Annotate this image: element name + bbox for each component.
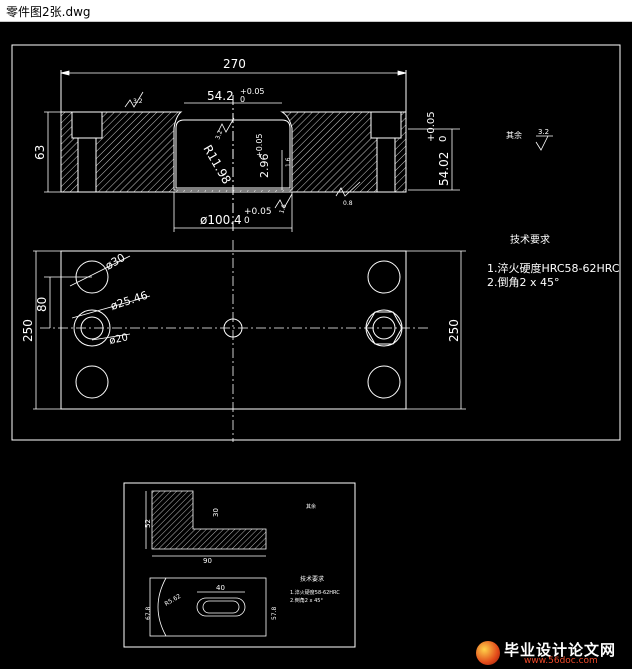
drawing2-plan-outline [149,577,267,637]
d2-dim-left: R5.62 [164,593,183,608]
notes-rough-label: 其余 [506,130,522,140]
section-dimensions [44,70,460,232]
d2-dim-52: 52 [144,519,152,528]
technical-notes: 其余 3.2 技术要求 1.淬火硬度HRC58-62HRC 2.倒角2 x 45… [487,128,620,289]
d2-notes-rough: 其余 [306,503,316,510]
drawing2-frame [123,482,356,648]
dim-80: 80 [35,297,49,312]
d2-dim-30: 30 [212,508,220,517]
dim-right: 54.02 [437,152,451,186]
roughness-symbol-a [124,91,144,108]
d2-notes-title: 技术要求 [300,575,324,583]
hole-mid-left-inner[interactable] [80,316,104,340]
roughness-symbol-b [217,117,235,133]
watermark-main: 毕业设计论文网 [504,641,617,659]
hole-center[interactable] [223,318,243,338]
section-view[interactable] [60,70,407,232]
dim-right-250: 250 [447,319,461,342]
window-title: 零件图2张.dwg [6,5,91,19]
notes-rough-value: 3.2 [538,128,549,136]
d2-dim-90: 90 [203,557,212,565]
watermark: 毕业设计论文网 www.56doc.com [476,639,628,667]
dim-left-250: 250 [21,319,35,342]
dim-right-tol: +0.05 [426,111,437,142]
drawing2-section[interactable] [145,490,267,557]
dim-height-63: 63 [33,145,47,160]
dim-hole-a: ø30 [103,251,127,273]
plan-outline [60,250,407,410]
window-title-bar: 零件图2张.dwg [0,0,632,22]
rough-c: 1.6 [278,203,288,215]
notes-title: 技术要求 [510,233,550,246]
d2-dim-right: 57.8 [271,606,278,620]
drawing2-body [151,490,267,550]
d2-notes-line1: 1.淬火硬度58-62HRC [290,589,340,596]
hole-bottom-right[interactable] [367,365,401,399]
drawing2-arc [157,577,167,637]
notes-line1: 1.淬火硬度HRC58-62HRC [487,261,620,275]
notes-line2: 2.倒角2 x 45° [487,276,560,289]
watermark-logo-icon [476,641,500,665]
dim-bore-tol-low: 0 [244,216,250,226]
dim-depth-tol: +0.05 [255,133,264,158]
counterbore-right [370,111,402,139]
hole-bottom-left[interactable] [75,365,109,399]
d2-dim-40: 40 [216,584,225,592]
dim-depth: 2.96 [258,154,271,179]
dim-bore-tol: +0.05 [244,207,272,217]
hole-mid-right-inner[interactable] [372,316,396,340]
watermark-url: www.56doc.com [524,656,598,666]
hole-top-right[interactable] [367,260,401,294]
dim-width-270: 270 [223,57,246,71]
dim-bore: ø100.4 [200,213,242,227]
dim-right-tol-low: 0 [438,136,449,142]
hex-right [365,311,403,345]
dim-hole-b: ø25.46 [109,289,149,313]
dim-slot: 54.2 [207,89,234,103]
bolt-hole-left [77,137,97,193]
dim-slot-tol: +0.05 [240,87,265,96]
drawing1-frame [11,44,621,441]
d2-dim-left2: 67.8 [145,606,152,620]
hole-mid-left-outer[interactable] [73,309,111,347]
plan-dimensions [35,251,462,409]
rough-b: 3.2 [214,129,224,141]
rough-d: 0.8 [343,200,353,207]
drawing2-slot[interactable] [196,597,246,617]
rough-a: 3.2 [133,98,143,105]
drawing2-plan[interactable] [149,577,267,637]
cad-canvas[interactable]: 270 54.2 +0.05 0 63 R11.98 2.96 +0.05 54… [0,22,632,669]
counterbore-left [71,111,103,139]
d2-notes-line2: 2.倒角2 x 45° [290,597,323,604]
bolt-hole-right [376,137,396,193]
dim-slot-tol-low: 0 [240,95,245,104]
roughness-symbol-c [274,193,293,209]
plan-view[interactable] [33,240,466,442]
dim-hole-c: ø20 [108,332,129,347]
roughness-symbol-d [335,181,361,197]
rough-e: 1.6 [285,157,292,167]
section-body [60,111,407,193]
